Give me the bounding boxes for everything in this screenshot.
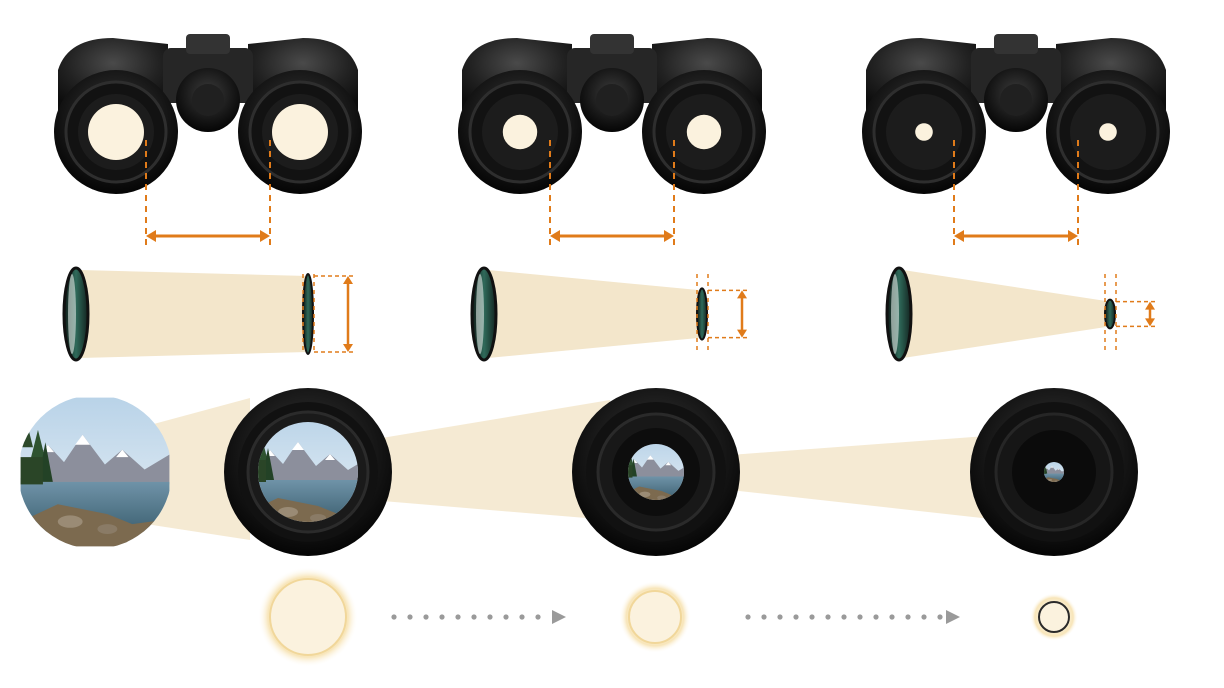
light-cone-row	[62, 266, 1156, 362]
light-cone-beam	[80, 270, 308, 358]
exit-pupil-spot	[915, 123, 933, 141]
light-cone-beam	[903, 270, 1110, 358]
binocular-hinge	[590, 34, 634, 54]
arrowhead-right	[1068, 230, 1078, 242]
binocular-hinge	[994, 34, 1038, 54]
light-cone-medium	[470, 266, 748, 362]
exit-pupil-medium	[628, 590, 682, 644]
arrow-dot	[873, 614, 879, 620]
objective-lens-highlight	[476, 274, 484, 354]
exit-pupil-large	[269, 578, 347, 656]
light-cone-beam	[488, 270, 702, 358]
arrow-dot	[471, 614, 477, 620]
eyepiece-icon	[302, 273, 314, 355]
eyecup-left	[54, 70, 178, 194]
focus-knob-center	[192, 84, 224, 116]
arrowhead-right	[946, 610, 960, 624]
light-cone-narrow	[885, 266, 1156, 362]
arrowhead-up	[1145, 301, 1155, 310]
arrow-dot	[825, 614, 831, 620]
arrow-dot	[391, 614, 397, 620]
eyecup-right	[642, 70, 766, 194]
exit-pupil-row	[258, 567, 1078, 667]
eyecup-right	[238, 70, 362, 194]
eyepiece-view-wide	[224, 388, 392, 556]
eyepiece-view-medium	[572, 388, 740, 556]
arrowhead-up	[343, 276, 353, 284]
arrowhead-down	[343, 344, 353, 352]
exit-pupil-spot	[88, 104, 144, 160]
exit-pupil-spot	[686, 114, 722, 150]
arrowhead-right	[260, 230, 270, 242]
eyecup-left	[862, 70, 986, 194]
arrowhead-down	[1145, 318, 1155, 327]
eyecup-left	[458, 70, 582, 194]
eyepiece-icon	[696, 287, 708, 341]
light-beam-1-2	[370, 400, 610, 520]
arrow-dot	[889, 614, 895, 620]
arrow-dot	[407, 614, 413, 620]
binoculars-row	[54, 34, 1170, 246]
focus-knob-center	[1000, 84, 1032, 116]
arrow-dot	[841, 614, 847, 620]
mountain-lake-icon	[20, 397, 170, 547]
exit-pupil-spot	[1099, 123, 1117, 141]
arrow-dot	[455, 614, 461, 620]
arrow-dot	[857, 614, 863, 620]
light-beam-2-3	[730, 435, 1000, 520]
arrowhead-left	[954, 230, 964, 242]
dotted-arrow-icon	[391, 610, 566, 624]
focus-knob-center	[596, 84, 628, 116]
objective-lens-highlight	[68, 274, 76, 354]
arrow-dot	[809, 614, 815, 620]
arrowhead-right	[664, 230, 674, 242]
binoculars-icon-narrow	[862, 34, 1170, 246]
light-cone-wide	[62, 266, 354, 362]
dotted-arrow-icon	[745, 610, 960, 624]
eyepiece-row	[20, 388, 1138, 556]
binocular-hinge	[186, 34, 230, 54]
arrowhead-left	[146, 230, 156, 242]
objective-lens-highlight	[891, 274, 899, 354]
binoculars-icon-medium	[458, 34, 766, 246]
arrow-dot	[745, 614, 751, 620]
arrowhead-down	[737, 329, 747, 338]
arrow-dot	[761, 614, 767, 620]
eyepiece-icon	[1104, 298, 1116, 330]
arrow-dot	[793, 614, 799, 620]
exit-pupil-spot	[502, 114, 538, 150]
arrow-dot	[777, 614, 783, 620]
arrow-dot	[487, 614, 493, 620]
arrow-dot	[921, 614, 927, 620]
exit-pupil-spot	[272, 104, 328, 160]
exit-pupil-small	[1038, 601, 1070, 633]
eyecup-right	[1046, 70, 1170, 194]
arrowhead-right	[552, 610, 566, 624]
arrow-dot	[439, 614, 445, 620]
binoculars-icon-wide	[54, 34, 362, 246]
arrow-dot	[905, 614, 911, 620]
arrowhead-up	[737, 290, 747, 299]
arrowhead-left	[550, 230, 560, 242]
arrow-dot	[519, 614, 525, 620]
arrow-dot	[535, 614, 541, 620]
arrow-dot	[423, 614, 429, 620]
arrow-dot	[937, 614, 943, 620]
arrow-dot	[503, 614, 509, 620]
eyepiece-view-narrow	[970, 388, 1138, 556]
